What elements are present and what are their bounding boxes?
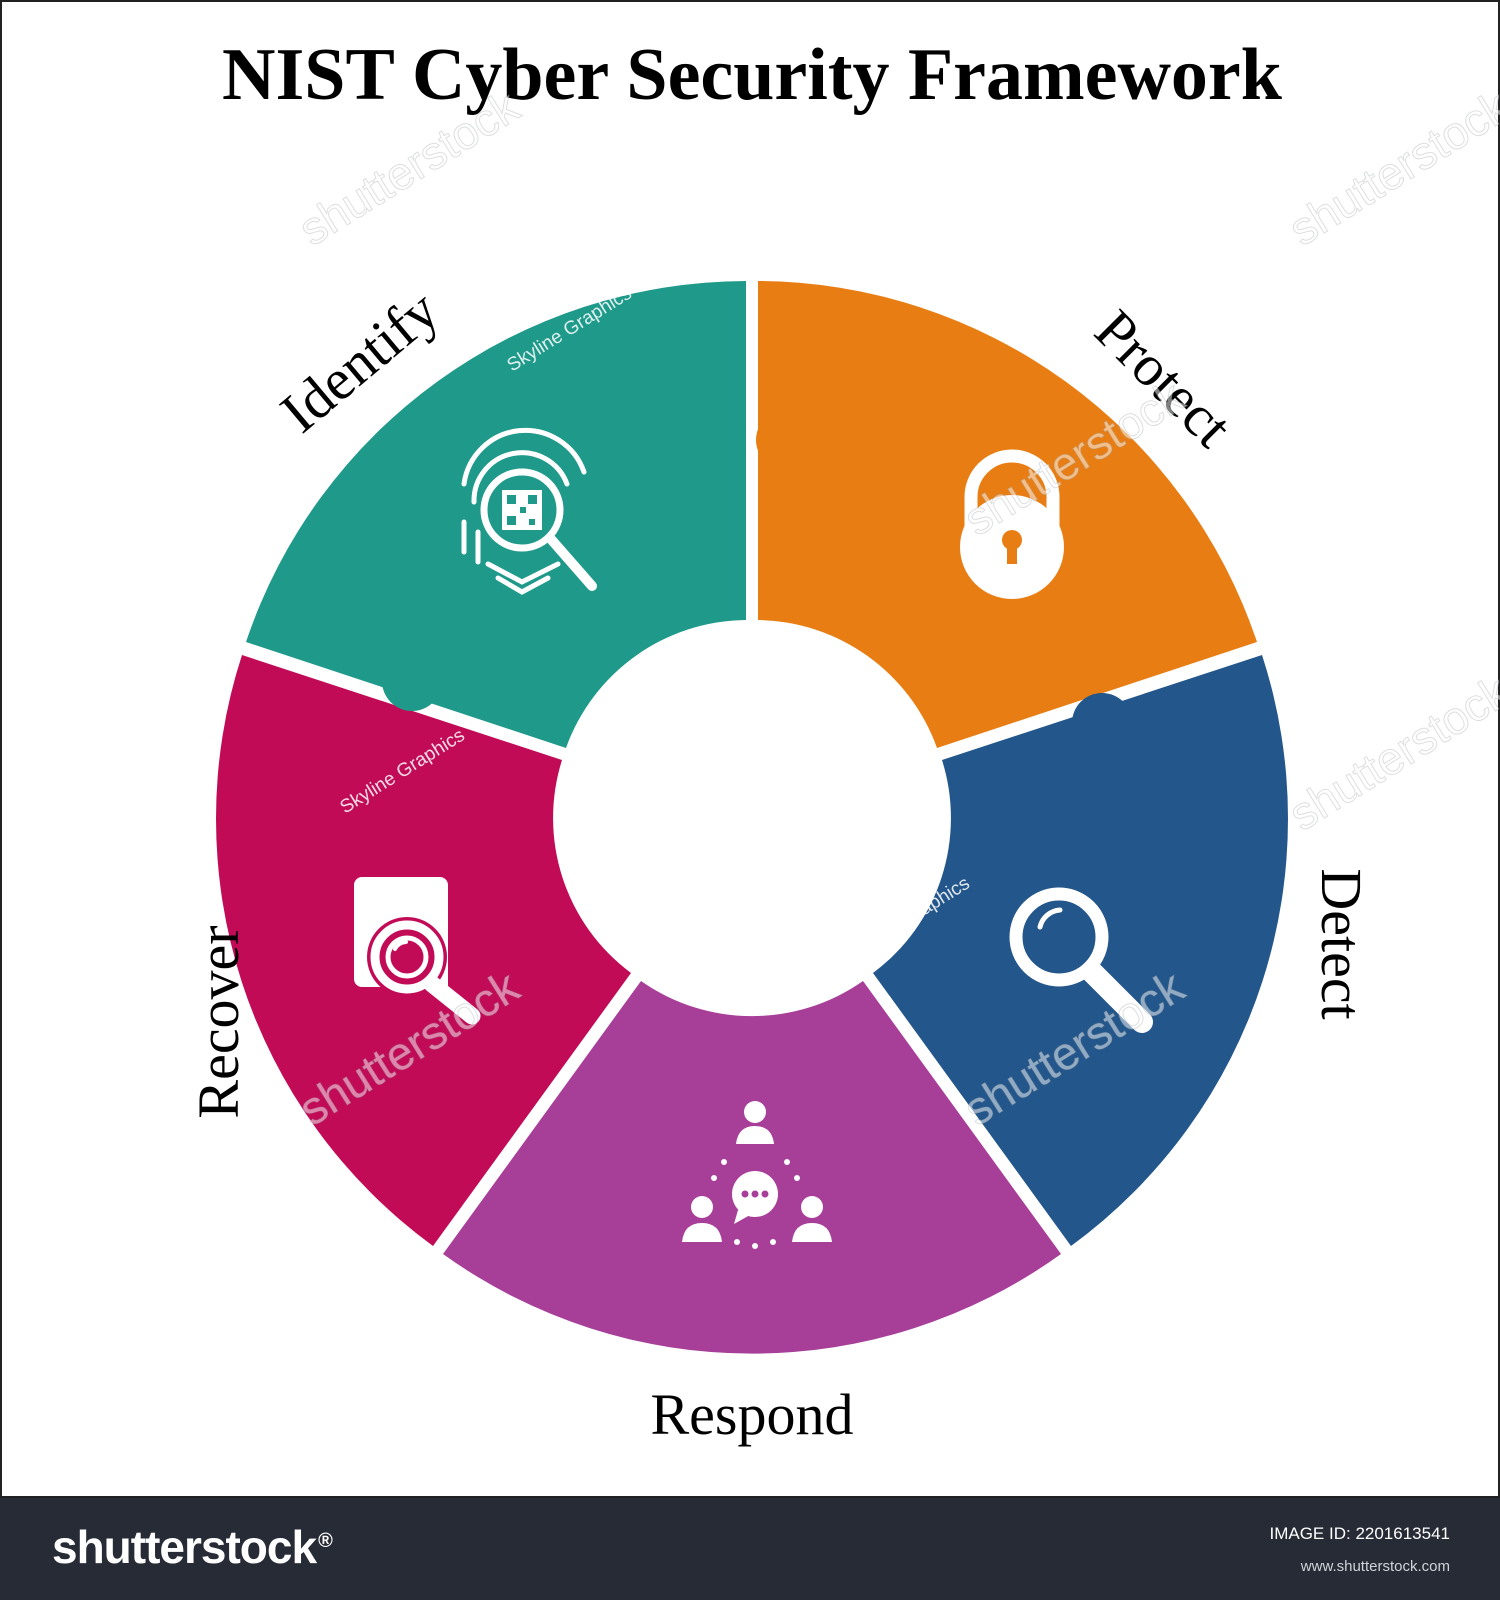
- segment-identify: [246, 281, 746, 748]
- footer-url: www.shutterstock.com: [1300, 1558, 1450, 1575]
- segment-detect: [873, 655, 1288, 1246]
- footer-brand: shutterstock®: [52, 1520, 333, 1574]
- puzzle-tab-respond: [902, 1110, 962, 1170]
- puzzle-tab-detect: [1072, 693, 1132, 753]
- label-respond: Respond: [651, 1382, 854, 1447]
- puzzle-tab-identify: [382, 651, 442, 711]
- stock-watermark: shutterstock: [1280, 664, 1500, 840]
- footer-image-id: IMAGE ID: 2201613541: [1269, 1524, 1450, 1543]
- framework-diagram: NIST Cyber Security Framework: [186, 34, 1500, 1447]
- segment-respond: [443, 981, 1061, 1354]
- label-recover: Recover: [186, 925, 251, 1118]
- team-communication-icon: [682, 1101, 832, 1249]
- padlock-icon: [960, 449, 1064, 599]
- diagram-canvas: NIST Cyber Security Framework: [0, 0, 1500, 1498]
- fingerprint-qr-magnifier-icon: [461, 427, 597, 595]
- registered-mark-icon: ®: [318, 1529, 333, 1552]
- footer-brand-text: shutterstock: [52, 1521, 317, 1573]
- magnifying-glass-icon: [1009, 887, 1153, 1033]
- puzzle-tab-protect: [756, 410, 816, 470]
- label-detect: Detect: [1309, 868, 1374, 1019]
- stock-watermark: shutterstock: [1280, 79, 1500, 255]
- diagram-title: NIST Cyber Security Framework: [222, 34, 1283, 116]
- footer-bar: shutterstock® IMAGE ID: 2201613541 www.s…: [0, 1498, 1500, 1600]
- puzzle-tab-recover: [474, 1066, 534, 1126]
- document-search-icon: [354, 877, 481, 1025]
